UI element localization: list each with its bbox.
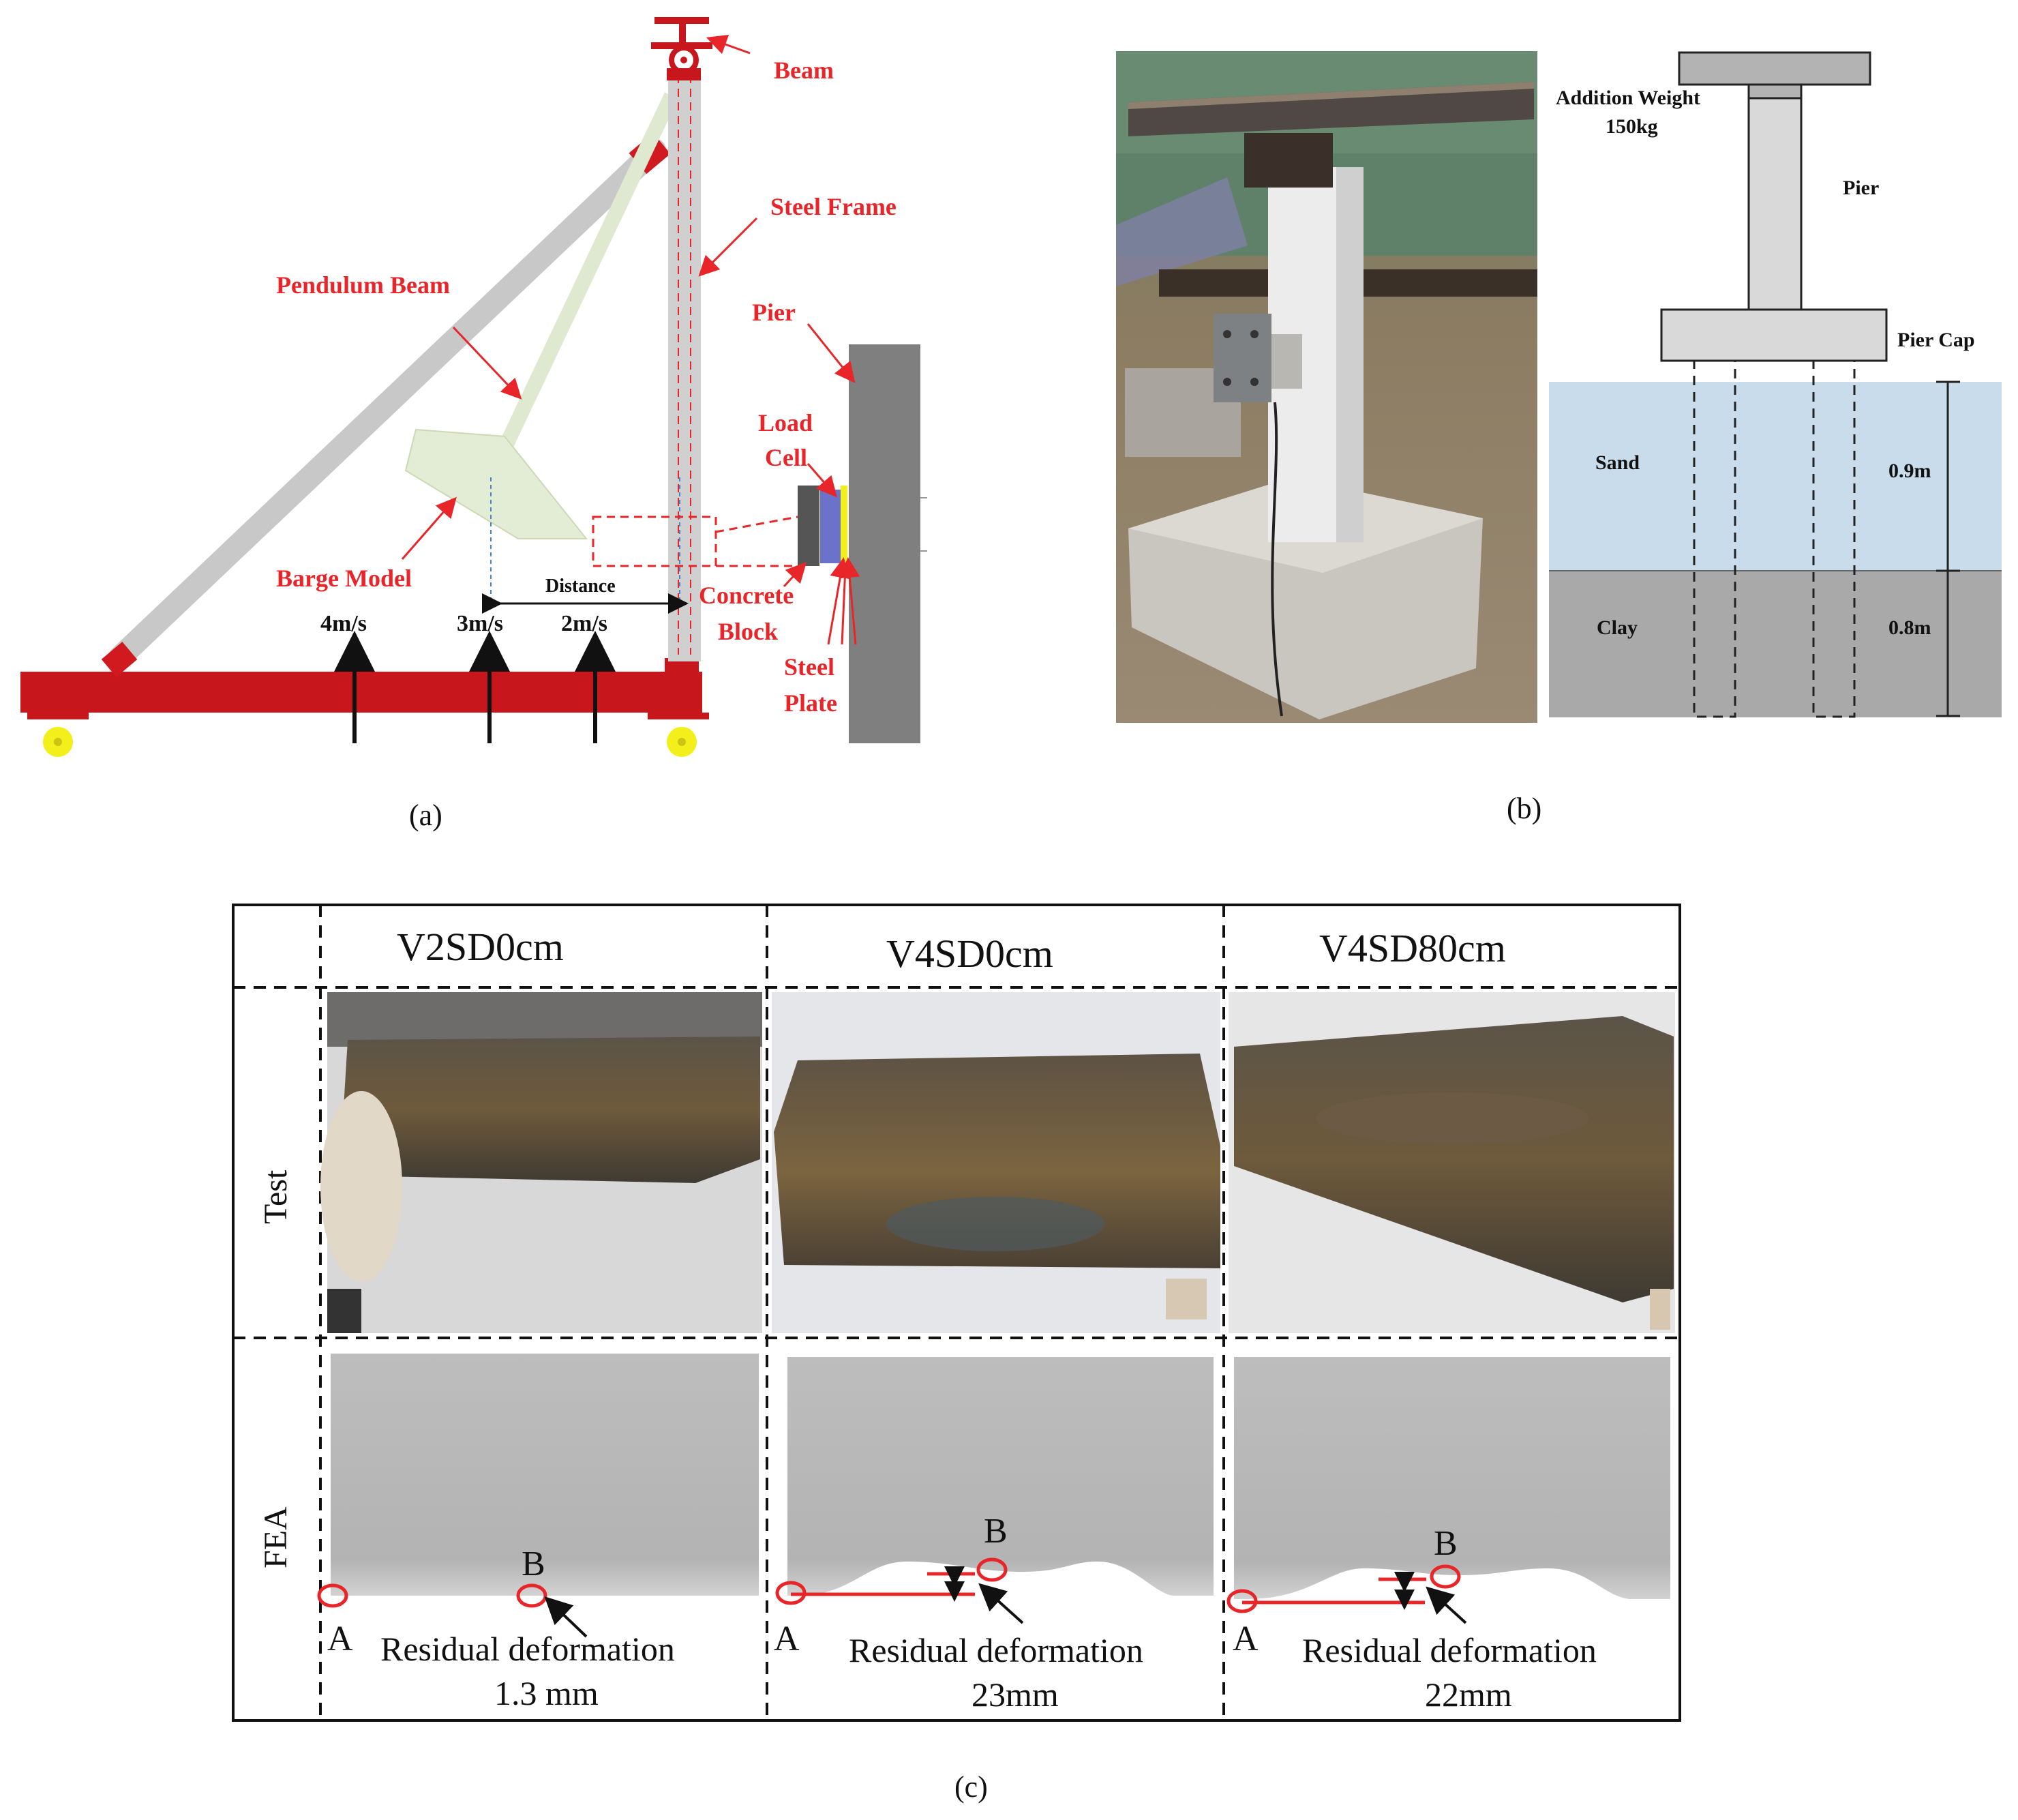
residual-label-1: Residual deformation bbox=[380, 1630, 675, 1668]
steel-frame-label: Steel Frame bbox=[770, 193, 897, 220]
base-rail bbox=[20, 672, 702, 713]
speed-2-label: 2m/s bbox=[561, 611, 607, 636]
residual-label-2: Residual deformation bbox=[849, 1631, 1143, 1669]
concrete-block-label-2: Block bbox=[718, 618, 778, 645]
residual-value-2: 23mm bbox=[972, 1675, 1059, 1714]
residual-label-3: Residual deformation bbox=[1302, 1631, 1597, 1669]
load-cell bbox=[820, 490, 841, 563]
test-photo-1 bbox=[320, 992, 762, 1333]
point-b-label-3: B bbox=[1434, 1524, 1458, 1563]
sand-layer bbox=[1549, 382, 2002, 571]
point-b-label-1: B bbox=[522, 1545, 545, 1583]
pier-label-b: Pier bbox=[1843, 177, 1879, 199]
residual-value-3: 22mm bbox=[1425, 1675, 1512, 1714]
distance-label: Distance bbox=[545, 576, 616, 597]
caption-a: (a) bbox=[409, 799, 442, 832]
fea-plate-2 bbox=[787, 1357, 1214, 1596]
fea-plate-1 bbox=[331, 1354, 759, 1596]
row-label-fea: FEA bbox=[258, 1506, 294, 1568]
concrete-block-label-1: Concrete bbox=[699, 582, 794, 609]
point-a-label-3: A bbox=[1233, 1620, 1259, 1658]
panel-b-schematic: Addition Weight 150kg Pier Pier Cap Sand… bbox=[1507, 51, 2002, 825]
clay-layer bbox=[1549, 571, 2002, 717]
point-b-marker-2 bbox=[976, 1557, 1008, 1582]
beam-label: Beam bbox=[774, 57, 834, 84]
load-cell-label-2: Cell bbox=[765, 444, 807, 471]
point-b-marker-1 bbox=[516, 1583, 547, 1608]
base-rail-foot-right bbox=[648, 713, 709, 719]
row-label-test: Test bbox=[258, 1169, 294, 1224]
column-header-3: V4SD80cm bbox=[1319, 926, 1506, 970]
pier-cap-drawing bbox=[1660, 308, 1888, 362]
caption-b: (b) bbox=[1507, 792, 1541, 825]
beam-icon bbox=[651, 17, 712, 80]
column-header-2: V4SD0cm bbox=[886, 931, 1053, 976]
photo-top-plate bbox=[1128, 82, 1534, 136]
panel-b-photo bbox=[1116, 51, 1537, 723]
steel-frame bbox=[668, 68, 701, 661]
point-a-marker-2 bbox=[775, 1581, 807, 1605]
clay-depth-label: 0.8m bbox=[1888, 616, 1931, 639]
barge-model bbox=[404, 428, 588, 539]
point-a-marker-1 bbox=[317, 1583, 348, 1608]
residual-value-1: 1.3 mm bbox=[494, 1674, 599, 1712]
steel-plate-label-1: Steel bbox=[784, 653, 834, 681]
point-a-label-1: A bbox=[327, 1620, 353, 1658]
steel-plate-label-2: Plate bbox=[784, 689, 837, 717]
panel-c-comparison-table: V2SD0cm V4SD0cm V4SD80cm Test FEA bbox=[232, 904, 1681, 1804]
point-b-label-2: B bbox=[984, 1512, 1008, 1551]
pendulum-beam bbox=[108, 138, 666, 670]
pier-column-drawing bbox=[1747, 97, 1803, 311]
speed-4-label: 4m/s bbox=[320, 611, 367, 636]
test-photo-3 bbox=[1229, 992, 1675, 1333]
load-cell-label-1: Load bbox=[758, 409, 813, 436]
sand-depth-label: 0.9m bbox=[1888, 460, 1931, 482]
sand-label: Sand bbox=[1595, 451, 1640, 474]
pier-label-a: Pier bbox=[752, 299, 796, 326]
clay-label: Clay bbox=[1597, 616, 1638, 639]
pendulum-beam-label: Pendulum Beam bbox=[276, 271, 450, 299]
test-photo-2 bbox=[772, 992, 1220, 1333]
pier-cap-label: Pier Cap bbox=[1897, 329, 1975, 351]
caption-c: (c) bbox=[954, 1770, 988, 1804]
point-a-marker-3 bbox=[1226, 1589, 1258, 1613]
base-rail-foot-left bbox=[27, 713, 89, 719]
pier bbox=[849, 344, 920, 743]
addition-weight-label-1: Addition Weight bbox=[1556, 87, 1700, 109]
addition-weight-label-2: 150kg bbox=[1606, 115, 1658, 138]
barge-model-label: Barge Model bbox=[276, 565, 412, 592]
fea-plate-3 bbox=[1234, 1357, 1670, 1599]
column-header-1: V2SD0cm bbox=[397, 925, 564, 969]
speed-3-label: 3m/s bbox=[457, 611, 503, 636]
steel-plate bbox=[841, 486, 847, 566]
panel-a-schematic: Beam Steel Frame Pendulum Beam Pier Load… bbox=[20, 17, 927, 832]
addition-weight bbox=[1678, 51, 1871, 86]
point-a-label-2: A bbox=[774, 1620, 800, 1658]
concrete-block bbox=[798, 486, 819, 566]
